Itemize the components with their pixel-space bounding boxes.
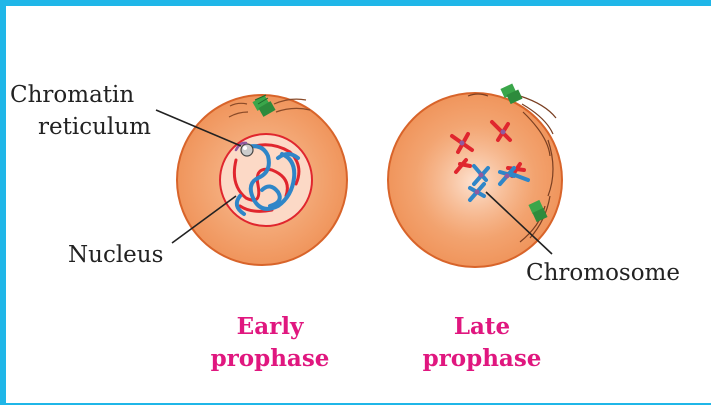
early-caption-line2: prophase (211, 345, 330, 372)
early-caption-line1: Early (237, 313, 304, 340)
nucleolus (241, 144, 253, 156)
chromatin-label-line1: Chromatin (10, 82, 134, 108)
nucleus-label: Nucleus (68, 242, 163, 268)
chromosome-label: Chromosome (526, 260, 680, 286)
late-caption-line1: Late (454, 313, 510, 340)
chromatin-label-line2: reticulum (38, 114, 151, 140)
late-caption-line2: prophase (423, 345, 542, 372)
early-prophase-cell (177, 95, 347, 265)
